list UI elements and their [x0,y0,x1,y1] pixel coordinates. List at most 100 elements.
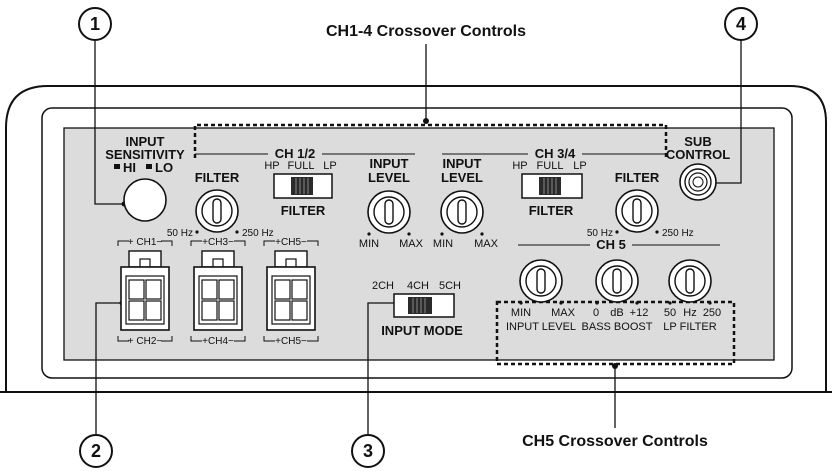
ch12-level-max-label: MAX [399,238,424,250]
ch3-ch4-speaker-connector[interactable] [193,250,243,331]
lo-button-icon [146,164,152,169]
callout-3: 3 [351,434,385,468]
ch1-ch2-speaker-connector[interactable] [120,250,170,331]
ch12-switch-hp-label: HP [264,160,279,172]
ch34-filter-min-dot [615,230,619,234]
ch5-lp-max-dot [708,301,712,305]
ch5-bass-boost-knob[interactable] [595,259,639,303]
ch12-header: CH 1/2 [275,146,315,161]
ch5-bass-max-label: +12 [630,307,649,319]
ch34-level-max-label: MAX [474,238,499,250]
ch5-lp-filter-label: LP FILTER [663,321,716,333]
ch5-input-level-label: INPUT LEVEL [506,321,576,333]
ch12-filter-max-dot [235,230,239,234]
ch1-4-crossover-title: CH1-4 Crossover Controls [326,23,526,40]
ch34-filter-min-label: 50 Hz [587,228,613,239]
ch34-filter-max-dot [655,230,659,234]
callout-4: 4 [724,7,758,41]
input-mode-5ch-label: 5CH [439,280,461,292]
ch34-switch-lp-label: LP [573,160,586,172]
ch5-level-min-label: MIN [511,307,531,319]
ch5-lp-min-dot [668,301,672,305]
ch12-input-level-knob[interactable] [367,190,411,234]
ch34-level-min-label: MIN [433,238,453,250]
ch5-crossover-title: CH5 Crossover Controls [522,433,708,450]
callout-2-leader [95,302,122,436]
ch5-connector-group: +CH5− +CH5− [263,237,319,347]
callout-1-number: 1 [90,14,100,34]
input-mode-label: INPUT MODE [381,323,463,338]
ch5-bass-min-label: 0 [593,307,599,319]
ch12-filter-knob[interactable] [195,189,239,233]
ch5-speaker-connector[interactable] [266,250,316,331]
ch2-connector-label: + CH2− [128,336,163,347]
ch12-filter-knob-label: FILTER [195,170,240,185]
amplifier-housing-outline [5,85,827,392]
ch5-bass-max-dot [635,301,639,305]
ch5-bass-min-dot [595,301,599,305]
ch1-connector-label: + CH1− [128,237,163,248]
ch34-switch-label: FILTER [529,203,574,218]
ch12-filter-min-dot [195,230,199,234]
control-panel-face [63,127,775,361]
ch12-filter-max-label: 250 Hz [242,228,274,239]
input-sensitivity-button[interactable] [123,178,167,222]
ch5-lp-max-label: 250 [703,307,721,319]
ch34-filter-max-label: 250 Hz [662,228,694,239]
callout-2: 2 [79,434,113,468]
sub-control-jack[interactable] [679,163,717,201]
ch12-switch-label: FILTER [281,203,326,218]
ch5-bass-boost-label: BASS BOOST [582,321,653,333]
ch12-level-label-line2: LEVEL [368,170,410,185]
ch5-lp-unit-label: Hz [683,307,696,319]
ch3-ch4-connector-group: +CH3− +CH4− [190,237,246,347]
sensitivity-lo-label: LO [155,160,173,175]
ch5-input-level-knob[interactable] [519,259,563,303]
sub-control-label-line1: SUB [684,134,711,149]
ch34-filter-switch[interactable] [521,173,583,199]
ch3-connector-label: +CH3− [202,237,234,248]
input-mode-2ch-label: 2CH [372,280,394,292]
sub-control-label-line2: CONTROL [666,147,730,162]
ch1-4-group-dashed-box [193,123,668,158]
ch12-filter-min-label: 50 Hz [167,228,193,239]
input-sensitivity-label-line1: INPUT [126,134,165,149]
ch34-level-label-line1: INPUT [443,156,482,171]
ch34-level-min-dot [440,232,444,236]
ch5-connector-bottom-label: +CH5− [275,336,307,347]
callout-4-leader [705,40,742,184]
callout-bottom-dot [612,363,618,369]
callout-3-leader [367,302,403,436]
ch5-lp-min-label: 50 [664,307,676,319]
ch5-bass-unit-label: dB [610,307,623,319]
callout-1: 1 [78,7,112,41]
input-sensitivity-label-line2: SENSITIVITY [105,147,185,162]
ch4-connector-label: +CH4− [202,336,234,347]
callout-2-number: 2 [91,441,101,461]
ch34-level-label-line2: LEVEL [441,170,483,185]
ch12-level-min-label: MIN [359,238,379,250]
ch5-lp-filter-knob[interactable] [668,259,712,303]
ch34-filter-knob-label: FILTER [615,170,660,185]
ch34-filter-knob[interactable] [615,189,659,233]
input-mode-switch[interactable] [393,293,455,318]
sensitivity-hi-label: HI [123,160,136,175]
ch5-connector-top-label: +CH5− [275,237,307,248]
ch12-level-min-dot [367,232,371,236]
ch5-group-dashed-box [495,300,736,366]
ch12-level-max-dot [407,232,411,236]
ch1-ch2-connector-group: + CH1− + CH2− [117,237,173,347]
callout-1-leader [94,41,124,205]
callout-4-number: 4 [736,14,746,34]
ch34-switch-hp-label: HP [512,160,527,172]
ch12-level-label-line1: INPUT [370,156,409,171]
ch12-switch-full-label: FULL [288,160,315,172]
ch5-header: CH 5 [596,237,626,252]
ch34-level-max-dot [480,232,484,236]
ch12-filter-switch[interactable] [273,173,333,199]
ch34-input-level-knob[interactable] [440,190,484,234]
ch5-level-min-dot [519,301,523,305]
callout-3-number: 3 [363,441,373,461]
ch5-level-max-label: MAX [551,307,576,319]
